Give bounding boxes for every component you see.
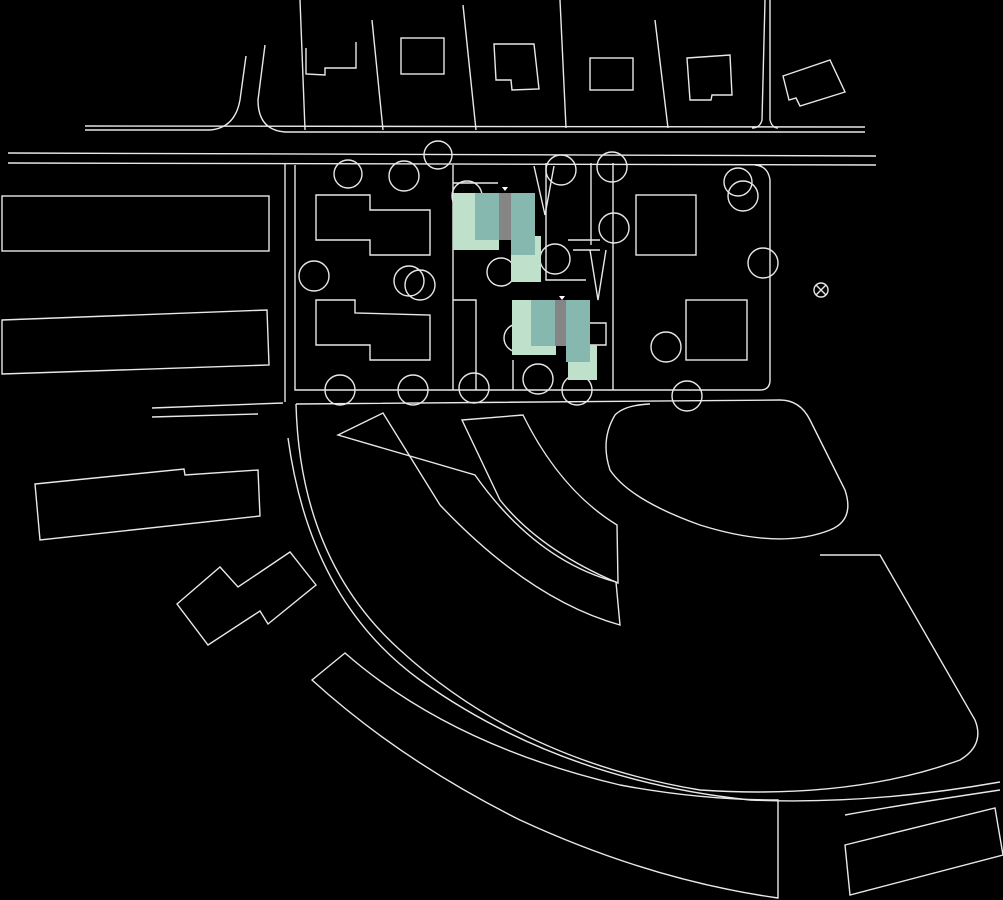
- upper-houses: [305, 37, 846, 107]
- north-marker-icon: [813, 282, 829, 298]
- new-building-north: [453, 187, 541, 282]
- left-buildings: [1, 195, 317, 646]
- curved-roads: [287, 403, 1001, 816]
- street-lines: [7, 0, 877, 166]
- curved-buildings: [310, 412, 1003, 899]
- new-building-south: [512, 296, 597, 380]
